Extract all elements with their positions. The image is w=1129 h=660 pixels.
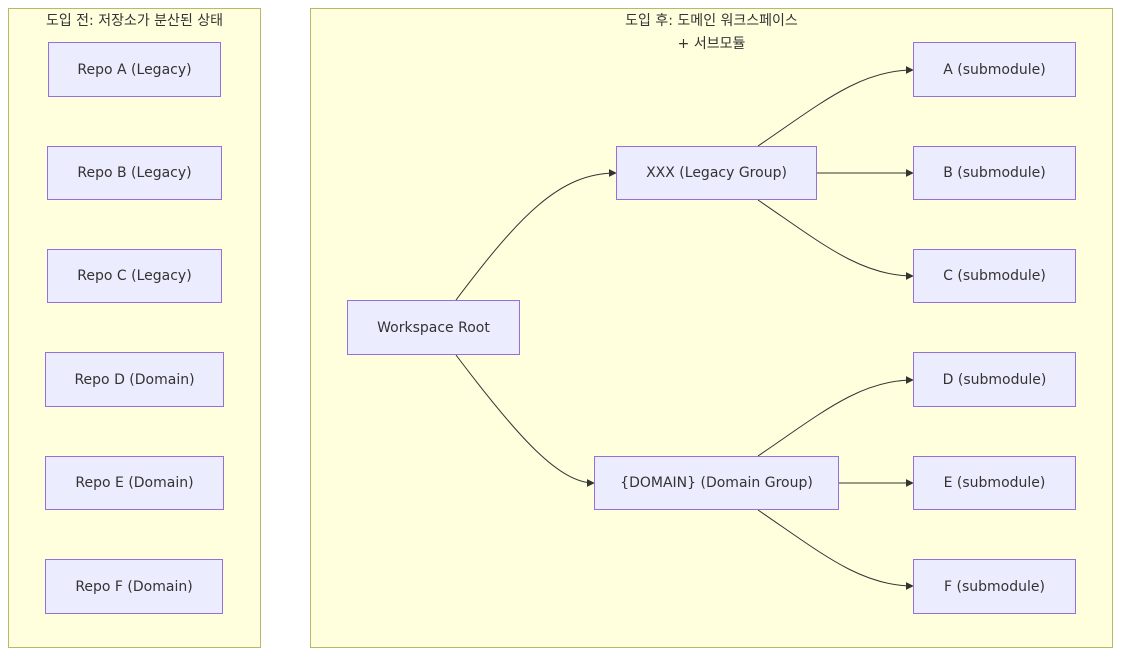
- node-repo-f[interactable]: Repo F (Domain): [45, 559, 223, 614]
- node-sub-a[interactable]: A (submodule): [913, 42, 1076, 97]
- node-legacy-group[interactable]: XXX (Legacy Group): [616, 146, 817, 200]
- node-domain-group[interactable]: {DOMAIN} (Domain Group): [594, 456, 839, 510]
- cluster-after-title-line1: 도입 후: 도메인 워크스페이스: [625, 13, 798, 29]
- cluster-before: 도입 전: 저장소가 분산된 상태: [8, 8, 261, 648]
- node-repo-a[interactable]: Repo A (Legacy): [48, 42, 221, 97]
- node-sub-c[interactable]: C (submodule): [913, 249, 1076, 303]
- node-sub-e[interactable]: E (submodule): [913, 456, 1076, 510]
- node-sub-d[interactable]: D (submodule): [913, 352, 1076, 407]
- node-repo-b[interactable]: Repo B (Legacy): [47, 146, 222, 200]
- node-repo-c[interactable]: Repo C (Legacy): [47, 249, 222, 303]
- node-repo-e[interactable]: Repo E (Domain): [45, 456, 224, 510]
- node-repo-d[interactable]: Repo D (Domain): [45, 352, 224, 407]
- node-workspace-root[interactable]: Workspace Root: [347, 300, 520, 355]
- cluster-before-title: 도입 전: 저장소가 분산된 상태: [45, 13, 224, 29]
- node-sub-b[interactable]: B (submodule): [913, 146, 1076, 200]
- node-sub-f[interactable]: F (submodule): [913, 559, 1076, 614]
- cluster-after-title-line2: + 서브모듈: [677, 36, 746, 52]
